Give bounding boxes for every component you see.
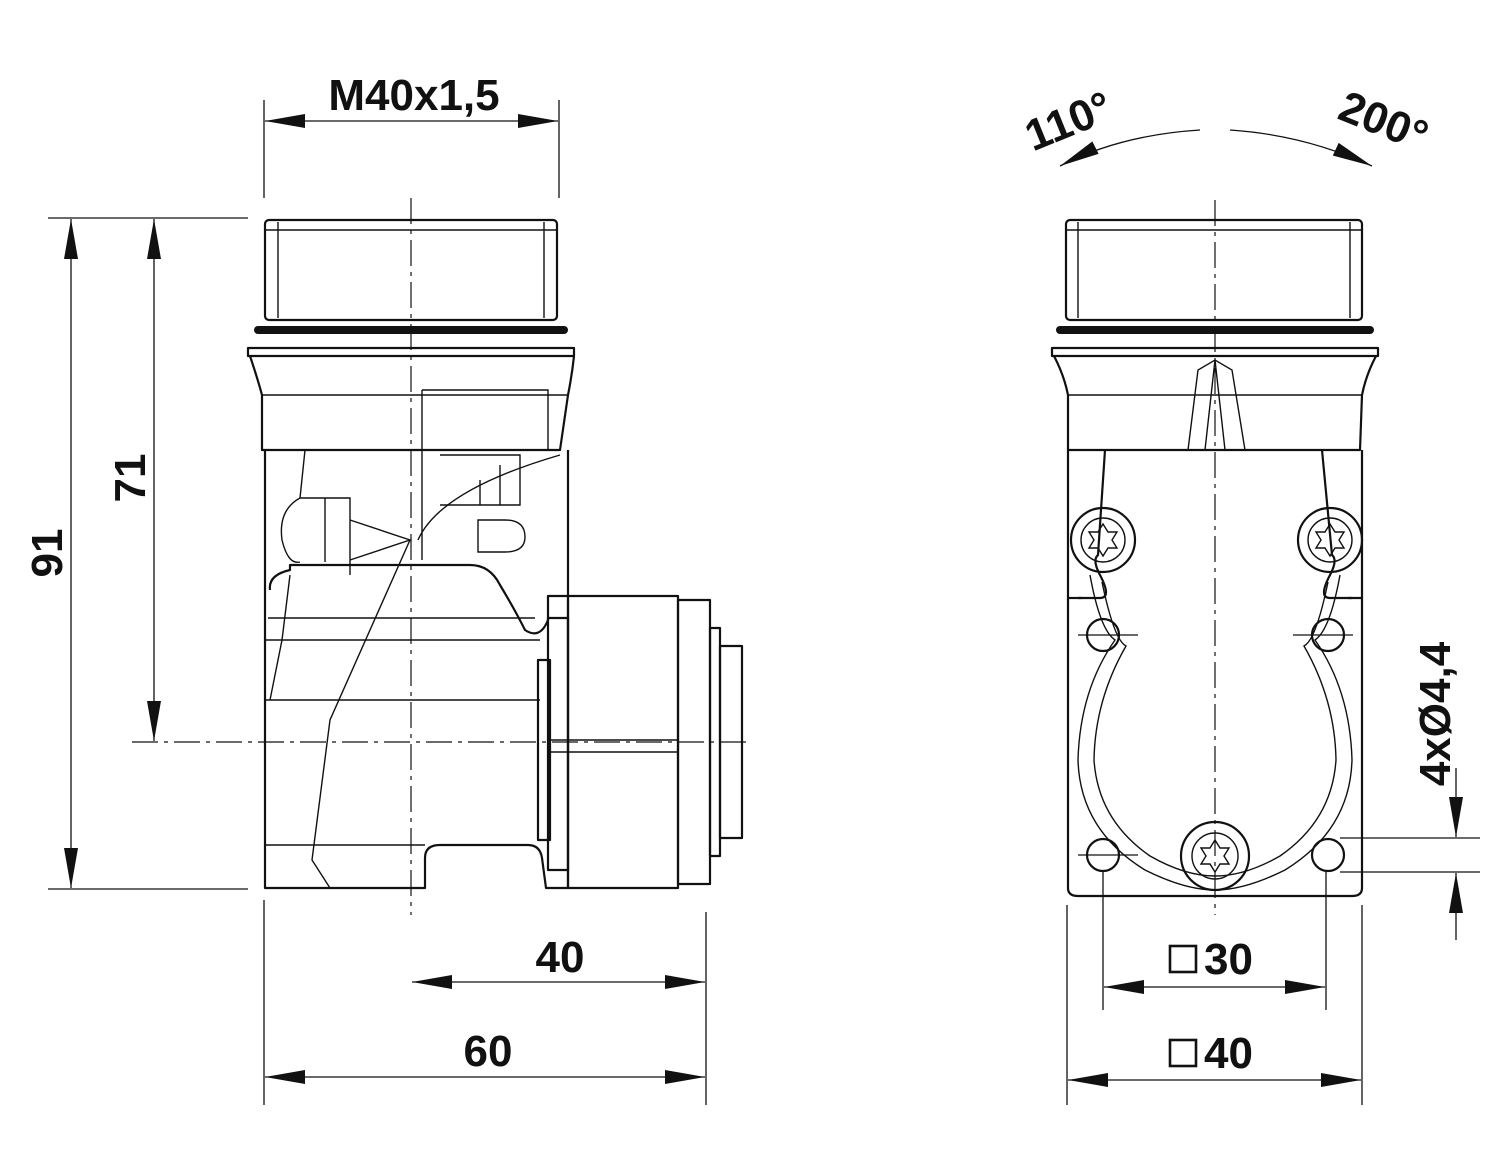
dim-height-axis: 71 xyxy=(106,219,161,741)
dim-height-total: 91 xyxy=(23,217,248,890)
square-symbol-inner xyxy=(1168,944,1198,974)
label-angle-left: 110° xyxy=(1018,82,1118,161)
label-holes: 4xØ4,4 xyxy=(1411,641,1460,786)
label-width-total: 60 xyxy=(464,1027,513,1076)
dim-width-total: 60 xyxy=(263,900,705,1105)
label-square-outer: 40 xyxy=(1204,1029,1253,1078)
front-flange xyxy=(1078,449,1108,600)
label-width-offset: 40 xyxy=(536,933,585,982)
front-screw-top-right xyxy=(1296,506,1364,574)
label-square-inner: 30 xyxy=(1204,935,1253,984)
label-angle-right: 200° xyxy=(1332,82,1435,162)
side-housing xyxy=(263,450,570,890)
front-thread-cap xyxy=(1064,218,1364,322)
square-symbol-outer xyxy=(1168,1038,1198,1068)
front-screw-top-left xyxy=(1069,506,1137,574)
dim-width-offset: 40 xyxy=(412,912,707,1105)
dim-rotation-angle: 110° 200° xyxy=(1018,82,1435,167)
label-thread: M40x1,5 xyxy=(328,71,499,120)
dim-thread: M40x1,5 xyxy=(263,71,560,198)
label-height-total: 91 xyxy=(23,529,72,578)
dim-square-outer: 40 xyxy=(1066,905,1363,1105)
label-height-axis: 71 xyxy=(106,454,155,503)
dim-square-inner: 30 xyxy=(1102,870,1327,1010)
front-view: 110° 200° 4xØ4,4 30 40 xyxy=(1018,82,1480,1105)
dim-holes: 4xØ4,4 xyxy=(1340,641,1480,940)
side-view: M40x1,5 91 71 40 60 xyxy=(23,71,752,1105)
